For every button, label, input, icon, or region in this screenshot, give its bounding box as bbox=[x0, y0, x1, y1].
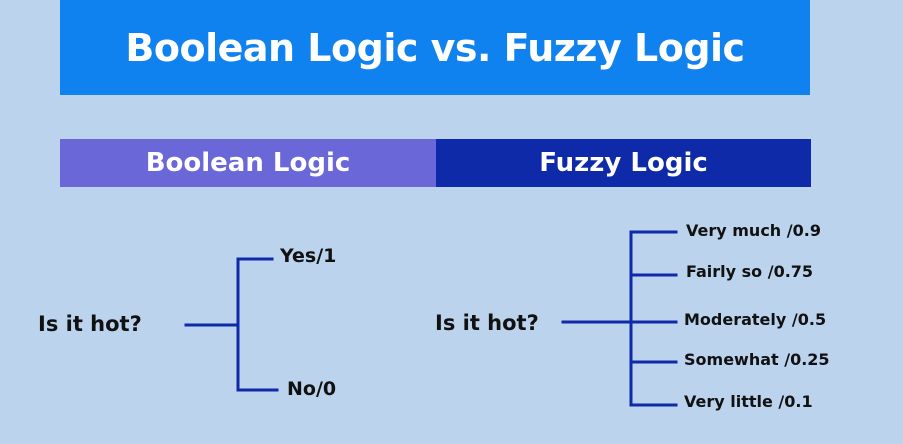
page-title: Boolean Logic vs. Fuzzy Logic bbox=[125, 25, 745, 70]
title-banner: Boolean Logic vs. Fuzzy Logic bbox=[60, 0, 810, 95]
boolean-answer-no: No/0 bbox=[287, 378, 337, 400]
fuzzy-question: Is it hot? bbox=[435, 311, 539, 335]
boolean-answer-yes: Yes/1 bbox=[280, 245, 337, 267]
fuzzy-answer-moderately: Moderately /0.5 bbox=[684, 310, 827, 329]
boolean-question: Is it hot? bbox=[38, 312, 142, 336]
fuzzy-answer-very-much: Very much /0.9 bbox=[686, 221, 821, 240]
fuzzy-answer-somewhat: Somewhat /0.25 bbox=[684, 350, 830, 369]
fuzzy-answer-very-little: Very little /0.1 bbox=[684, 392, 813, 411]
boolean-logic-header: Boolean Logic bbox=[60, 139, 436, 187]
fuzzy-logic-header: Fuzzy Logic bbox=[436, 139, 811, 187]
boolean-logic-header-label: Boolean Logic bbox=[145, 148, 351, 178]
fuzzy-answer-fairly-so: Fairly so /0.75 bbox=[686, 262, 814, 281]
fuzzy-logic-header-label: Fuzzy Logic bbox=[539, 148, 708, 178]
